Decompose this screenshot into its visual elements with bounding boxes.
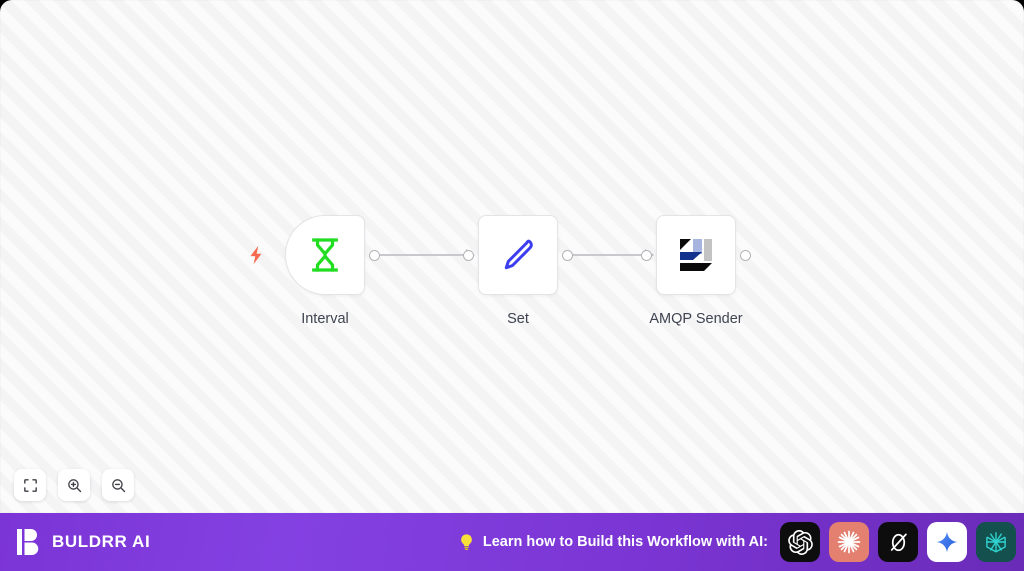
buldrr-logo-icon bbox=[16, 527, 42, 557]
node-input-endpoint[interactable] bbox=[463, 249, 474, 261]
fit-to-view-button[interactable] bbox=[14, 469, 46, 501]
zoom-in-button[interactable] bbox=[58, 469, 90, 501]
ai-buttons bbox=[780, 522, 1016, 562]
node-box-set[interactable] bbox=[463, 215, 573, 295]
node-label-set: Set bbox=[507, 311, 529, 327]
node-label-interval: Interval bbox=[301, 311, 349, 327]
node-box-amqp-sender[interactable] bbox=[641, 215, 751, 295]
workflow-graph: Interval Set bbox=[250, 215, 751, 327]
brand-name: BULDRR AI bbox=[52, 532, 151, 551]
workflow-canvas[interactable]: Interval Set bbox=[0, 0, 1024, 513]
gemini-button[interactable] bbox=[927, 522, 967, 562]
hourglass-icon bbox=[302, 232, 348, 278]
zoom-controls bbox=[14, 469, 134, 501]
lightbulb-icon bbox=[458, 533, 475, 552]
gemini-icon bbox=[936, 531, 958, 553]
node-amqp-sender[interactable]: AMQP Sender bbox=[641, 215, 751, 327]
claude-icon bbox=[837, 530, 861, 554]
cta-text: Learn how to Build this Workflow with AI… bbox=[482, 534, 768, 550]
kimi-icon bbox=[986, 532, 1006, 553]
grok-icon bbox=[890, 533, 907, 551]
node-label-amqp-sender: AMQP Sender bbox=[649, 311, 743, 327]
cta-group: Learn how to Build this Workflow with AI… bbox=[458, 533, 768, 552]
claude-button[interactable] bbox=[829, 522, 869, 562]
connection-line bbox=[371, 254, 467, 256]
brand[interactable]: BULDRR AI bbox=[16, 527, 150, 557]
kimi-button[interactable] bbox=[976, 522, 1016, 562]
node-output-endpoint[interactable] bbox=[369, 249, 380, 261]
node-output-endpoint[interactable] bbox=[562, 249, 573, 261]
openai-icon bbox=[787, 529, 813, 555]
amqp-rabbitmq-icon bbox=[673, 232, 719, 278]
lightning-bolt-icon bbox=[245, 244, 267, 266]
connection-line bbox=[564, 254, 646, 256]
node-interval[interactable]: Interval bbox=[250, 215, 380, 327]
pen-icon bbox=[495, 232, 541, 278]
node-output-endpoint[interactable] bbox=[740, 249, 751, 261]
node-set[interactable]: Set bbox=[463, 215, 573, 327]
grok-button[interactable] bbox=[878, 522, 918, 562]
node-input-endpoint[interactable] bbox=[641, 249, 652, 261]
openai-button[interactable] bbox=[780, 522, 820, 562]
bottom-bar: BULDRR AI Learn how to Build this Workfl… bbox=[0, 513, 1024, 571]
node-box-interval[interactable] bbox=[285, 215, 380, 295]
zoom-out-button[interactable] bbox=[102, 469, 134, 501]
connection-interval-set[interactable] bbox=[371, 249, 475, 261]
